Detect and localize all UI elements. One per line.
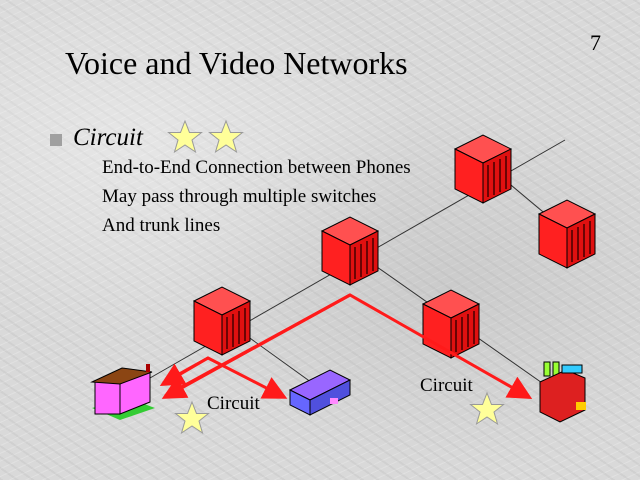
star-icon bbox=[168, 120, 202, 153]
star-icon bbox=[470, 392, 504, 425]
switch-5 bbox=[422, 289, 480, 359]
switch-4 bbox=[538, 199, 596, 269]
switch-1 bbox=[193, 286, 251, 356]
star-icon bbox=[175, 401, 209, 434]
sub-bullet-2: May pass through multiple switches bbox=[102, 186, 377, 207]
bullet-square-icon bbox=[50, 134, 62, 146]
circuit-label-right: Circuit bbox=[420, 375, 473, 396]
page-number: 7 bbox=[590, 30, 601, 55]
circuit-label-left: Circuit bbox=[207, 393, 260, 414]
factory-icon bbox=[539, 361, 586, 423]
switch-2 bbox=[321, 216, 379, 286]
star-icon bbox=[209, 120, 243, 153]
sub-bullet-1: End-to-End Connection between Phones bbox=[102, 157, 411, 178]
switch-3 bbox=[454, 134, 512, 204]
office-building-icon bbox=[288, 369, 352, 416]
slide-title: Voice and Video Networks bbox=[65, 45, 408, 81]
house-icon bbox=[90, 364, 155, 420]
circuit-paths bbox=[159, 293, 533, 399]
sub-bullet-3: And trunk lines bbox=[102, 215, 221, 236]
bullet-circuit: Circuit bbox=[73, 124, 143, 151]
